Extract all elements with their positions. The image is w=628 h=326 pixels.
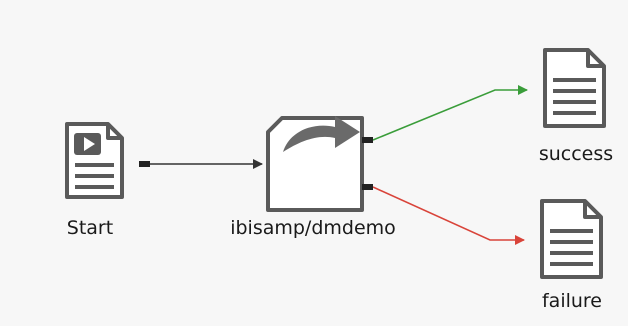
failure-node[interactable]: failure [540, 199, 603, 312]
connector-process-to-success[interactable] [372, 85, 528, 141]
document-icon [540, 199, 603, 279]
document-play-icon [65, 122, 124, 199]
start-output-port[interactable] [139, 161, 150, 167]
document-icon [543, 48, 606, 128]
failure-label: failure [542, 290, 602, 312]
process-failure-port[interactable] [362, 184, 373, 190]
redirect-arrow-icon [266, 116, 364, 212]
success-node[interactable]: success [539, 48, 613, 165]
process-node[interactable]: ibisamp/dmdemo [230, 116, 396, 239]
connector-process-to-failure[interactable] [372, 186, 525, 245]
process-success-port[interactable] [362, 137, 373, 143]
start-node[interactable]: Start [65, 122, 150, 239]
success-label: success [539, 143, 613, 165]
process-label: ibisamp/dmdemo [230, 217, 396, 239]
start-label: Start [67, 217, 113, 239]
